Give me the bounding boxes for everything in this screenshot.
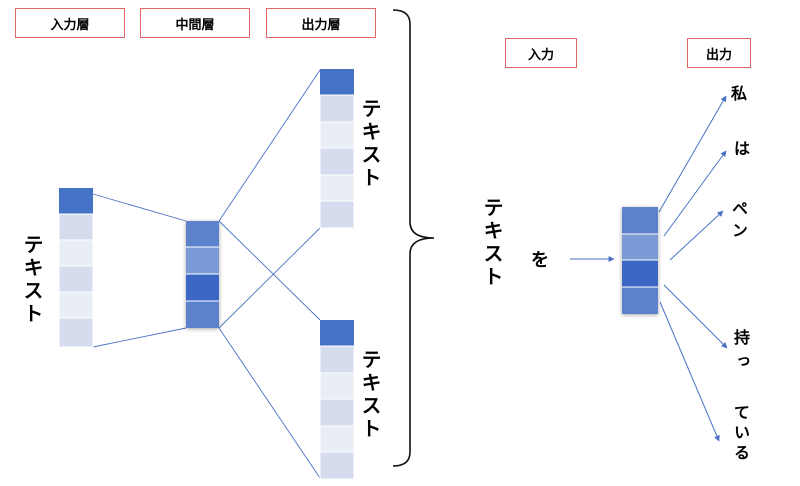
left-input-text: テキスト <box>20 234 44 326</box>
arrow-to-wa <box>663 150 727 237</box>
output-label: 出力 <box>687 38 751 68</box>
output-word-teiru: ている <box>731 404 750 464</box>
output-word-wa: は <box>734 139 751 158</box>
line-input-bottom-to-mid <box>92 327 187 348</box>
input-label: 入力 <box>505 38 577 68</box>
connection-lines <box>92 69 321 479</box>
output-layer-label: 出力層 <box>266 8 376 38</box>
input-layer-label: 入力層 <box>15 8 125 38</box>
arrow-to-teiru <box>659 301 720 442</box>
arrow-to-mot <box>663 284 728 349</box>
output-word-pen: ペン <box>729 200 748 244</box>
output-arrows <box>658 95 728 442</box>
right-vector-column <box>622 207 658 314</box>
output-word-watashi: 私 <box>731 84 748 103</box>
arrow-to-pen <box>669 210 724 261</box>
input-layer-column <box>58 188 94 348</box>
right-input-text: テキスト <box>480 197 504 289</box>
output-top-text: テキスト <box>358 98 382 190</box>
line-mid-to-out-bottom-b <box>218 327 321 479</box>
line-mid-to-out-top-b <box>218 227 321 329</box>
line-input-top-to-mid <box>92 193 187 222</box>
output-layer-top-column <box>319 69 355 229</box>
middle-layer-label: 中間層 <box>140 8 250 38</box>
output-layer-bottom-column <box>319 320 355 480</box>
output-bottom-text: テキスト <box>358 349 382 441</box>
arrow-to-watashi <box>658 95 727 213</box>
right-input-wo: を <box>531 250 549 271</box>
line-mid-to-out-bottom-a <box>218 220 321 321</box>
curly-brace <box>392 9 435 467</box>
line-mid-to-out-top-a <box>218 69 321 222</box>
output-word-mot: 持っ <box>731 329 750 377</box>
middle-layer-column <box>186 221 219 328</box>
